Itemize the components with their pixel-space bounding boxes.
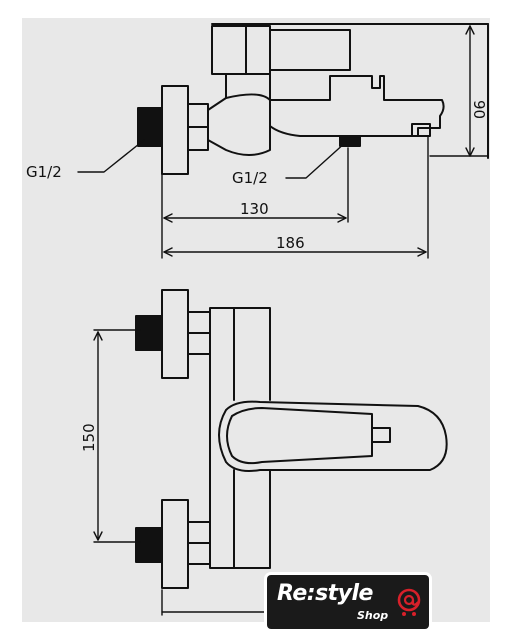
brand-logo: Re:style Shop [267, 575, 429, 629]
front-upper-thread [135, 315, 163, 351]
front-lever-inner [226, 407, 373, 465]
side-aerator [411, 123, 431, 137]
front-dimension-lines [93, 329, 271, 616]
side-lever-arm [269, 29, 351, 71]
logo-subtitle: Shop [357, 609, 389, 622]
label-length-130: 130 [240, 200, 269, 218]
side-dimension-lines [77, 25, 489, 259]
drawing-background [22, 18, 490, 622]
label-g12-spout: G1/2 [232, 169, 268, 187]
front-lower-thread [135, 527, 163, 563]
front-view [135, 289, 448, 589]
front-lever [218, 400, 448, 472]
label-g12-inlet: G1/2 [26, 163, 62, 181]
front-body [209, 307, 271, 569]
front-lever-tip [371, 427, 391, 443]
side-thread-inlet [137, 107, 163, 147]
side-thread-spout [339, 135, 361, 147]
side-body-connector [207, 93, 271, 156]
cart-at-icon [397, 588, 421, 616]
label-length-186: 186 [276, 234, 305, 252]
label-height-90: 90 [470, 100, 488, 119]
side-spout [269, 75, 445, 137]
side-view [137, 23, 489, 175]
logo-wordmark: Re:style [277, 581, 373, 606]
label-center-150: 150 [80, 423, 98, 452]
